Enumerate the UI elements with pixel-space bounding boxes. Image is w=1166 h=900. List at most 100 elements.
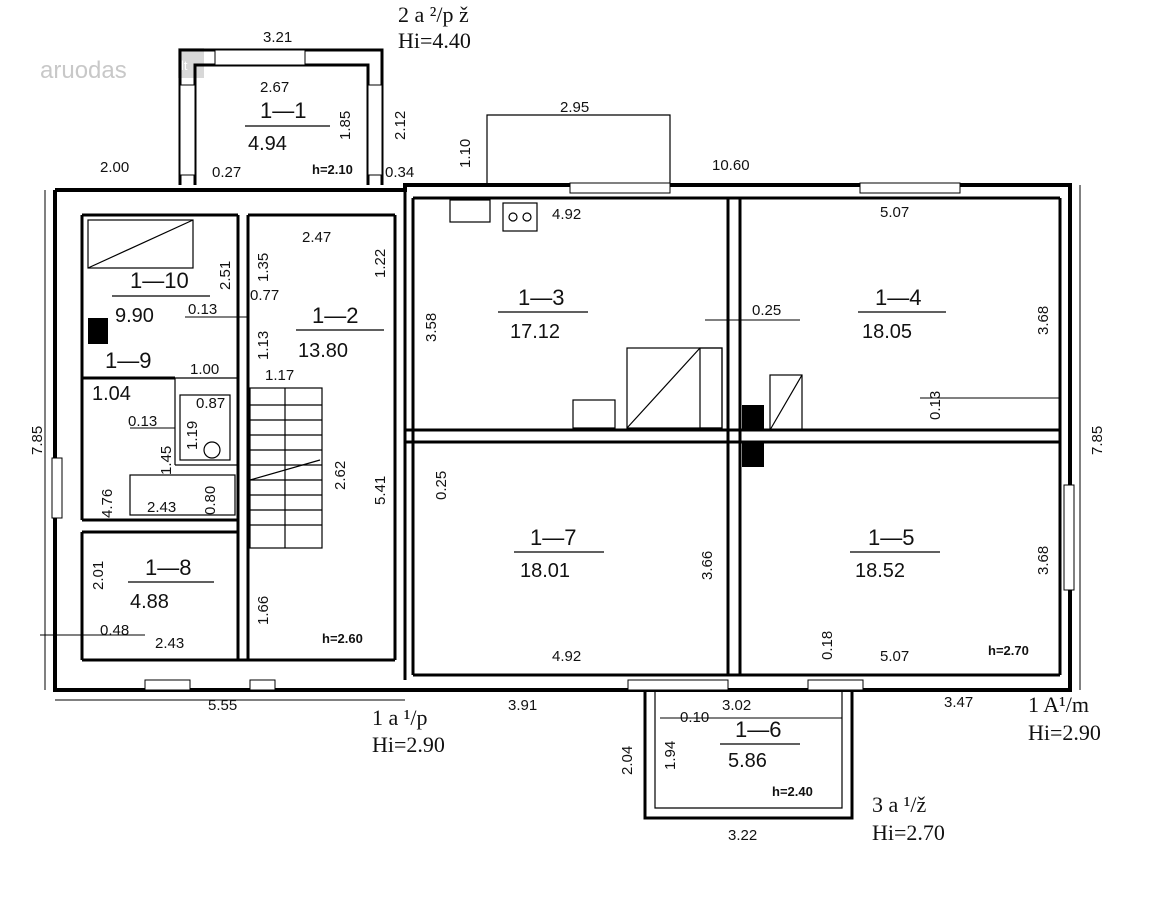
watermark: aruodas lt bbox=[40, 48, 204, 84]
dimension-label: 2.62 bbox=[332, 461, 349, 490]
dimension-label: 0.25 bbox=[433, 471, 450, 500]
dimension-label: 5.41 bbox=[372, 476, 389, 505]
room-area: 4.88 bbox=[130, 591, 169, 613]
dimension-label: 7.85 bbox=[1089, 426, 1106, 455]
dimension-label: 0.10 bbox=[680, 709, 709, 726]
block-2-label: 2 a ²/p ž Hi=4.40 bbox=[398, 2, 471, 53]
watermark-house-icon bbox=[178, 48, 204, 78]
room-1-10: 1—10 9.90 bbox=[112, 268, 210, 327]
room-number: 1—4 bbox=[875, 285, 921, 310]
dimension-label: 1.13 bbox=[255, 331, 272, 360]
block-title: 1 a ¹/p bbox=[372, 705, 427, 730]
block-height: Hi=2.90 bbox=[372, 732, 445, 757]
room-number: 1—2 bbox=[312, 303, 358, 328]
room-number: 1—1 bbox=[260, 98, 306, 123]
dimension-label: 3.68 bbox=[1035, 306, 1052, 335]
room-area: 17.12 bbox=[510, 321, 560, 343]
fixtures bbox=[87, 199, 803, 549]
dimension-label: 0.48 bbox=[100, 622, 129, 639]
dimension-label: 3.22 bbox=[728, 827, 757, 844]
dimension-label: 2.43 bbox=[147, 499, 176, 516]
room-1-7: 1—7 18.01 bbox=[514, 525, 604, 582]
dimension-label: 3.66 bbox=[699, 551, 716, 580]
dimension-label: 3.21 bbox=[263, 29, 292, 46]
block-title: 2 a ²/p ž bbox=[398, 2, 469, 27]
dimension-label: 4.92 bbox=[552, 206, 581, 223]
dimension-label: 5.07 bbox=[880, 204, 909, 221]
room-height-label: h=2.70 bbox=[988, 643, 1029, 658]
dimension-label: 2.12 bbox=[392, 111, 409, 140]
room-number: 1—9 bbox=[105, 348, 151, 373]
dimension-label: 0.13 bbox=[128, 413, 157, 430]
block-height: Hi=2.90 bbox=[1028, 720, 1101, 745]
room-number: 1—8 bbox=[145, 555, 191, 580]
room-number: 1—5 bbox=[868, 525, 914, 550]
dimension-label: 3.91 bbox=[508, 697, 537, 714]
room-area: 1.04 bbox=[92, 383, 131, 405]
dimension-label: 1.19 bbox=[184, 421, 201, 450]
dimension-label: 2.01 bbox=[90, 561, 107, 590]
room-area: 9.90 bbox=[115, 305, 154, 327]
dimension-label: 1.66 bbox=[255, 596, 272, 625]
dimension-label: 1.10 bbox=[457, 139, 474, 168]
room-area: 5.86 bbox=[728, 750, 767, 772]
block-1A-label: 1 A¹/m Hi=2.90 bbox=[1028, 692, 1101, 745]
dimension-label: 2.95 bbox=[560, 99, 589, 116]
block-height: Hi=2.70 bbox=[872, 820, 945, 845]
room-1-8: 1—8 4.88 bbox=[128, 555, 214, 613]
block-title: 1 A¹/m bbox=[1028, 692, 1089, 717]
dimension-label: 0.25 bbox=[752, 302, 781, 319]
room-area: 18.52 bbox=[855, 560, 905, 582]
room-height-label: h=2.40 bbox=[772, 784, 813, 799]
dimension-label: 1.22 bbox=[372, 249, 389, 278]
dimension-labels: 3.21 2.67 2.00 0.27 0.34 2.95 10.60 4.92… bbox=[100, 29, 973, 844]
room-height-label: h=2.10 bbox=[312, 162, 353, 177]
dimension-label: 1.35 bbox=[255, 253, 272, 282]
dimension-label: 2.00 bbox=[100, 159, 129, 176]
room-area: 18.05 bbox=[862, 321, 912, 343]
room-number: 1—7 bbox=[530, 525, 576, 550]
dimension-label: 4.92 bbox=[552, 648, 581, 665]
dimension-label: 7.85 bbox=[29, 426, 46, 455]
room-area: 18.01 bbox=[520, 560, 570, 582]
dimension-label: 3.58 bbox=[423, 313, 440, 342]
dimension-label: 0.80 bbox=[202, 486, 219, 515]
block-3-label: 3 a ¹/ž Hi=2.70 bbox=[872, 792, 945, 845]
room-1-5: 1—5 18.52 bbox=[850, 525, 940, 582]
room-1-2: 1—2 13.80 bbox=[296, 303, 384, 362]
stairs bbox=[249, 387, 323, 549]
block-1-label: 1 a ¹/p Hi=2.90 bbox=[372, 705, 445, 757]
dimension-label: 0.13 bbox=[927, 391, 944, 420]
dimension-label: 0.13 bbox=[188, 301, 217, 318]
room-1-1: 1—1 4.94 bbox=[245, 98, 330, 155]
room-1-3: 1—3 17.12 bbox=[498, 285, 588, 343]
dimension-label: 1.94 bbox=[662, 741, 679, 770]
dimension-label: 4.76 bbox=[99, 489, 116, 518]
dimension-label: 0.27 bbox=[212, 164, 241, 181]
room-1-6: 1—6 5.86 bbox=[720, 717, 800, 772]
chimney-icon bbox=[742, 442, 764, 467]
chimney-icon bbox=[88, 318, 108, 344]
room-1-4: 1—4 18.05 bbox=[858, 285, 946, 343]
dimension-label: 2.51 bbox=[217, 261, 234, 290]
room-height-label: h=2.60 bbox=[322, 631, 363, 646]
watermark-text: aruodas bbox=[40, 57, 127, 84]
dimension-label: 2.43 bbox=[155, 635, 184, 652]
dimension-label: 1.17 bbox=[265, 367, 294, 384]
dimension-label: 3.68 bbox=[1035, 546, 1052, 575]
dimension-label: 0.87 bbox=[196, 395, 225, 412]
chimney-icon bbox=[742, 405, 764, 430]
dimension-label: 2.04 bbox=[619, 746, 636, 775]
room-number: 1—3 bbox=[518, 285, 564, 310]
dimension-label: 0.34 bbox=[385, 164, 414, 181]
dimension-label: 0.77 bbox=[250, 287, 279, 304]
dimension-label: 1.45 bbox=[158, 446, 175, 475]
windows bbox=[51, 49, 1075, 691]
dimension-label: 5.55 bbox=[208, 697, 237, 714]
dimension-label: 2.47 bbox=[302, 229, 331, 246]
room-area: 13.80 bbox=[298, 340, 348, 362]
block-height: Hi=4.40 bbox=[398, 28, 471, 53]
dimension-label: 0.18 bbox=[819, 631, 836, 660]
dimension-label: 10.60 bbox=[712, 157, 750, 174]
